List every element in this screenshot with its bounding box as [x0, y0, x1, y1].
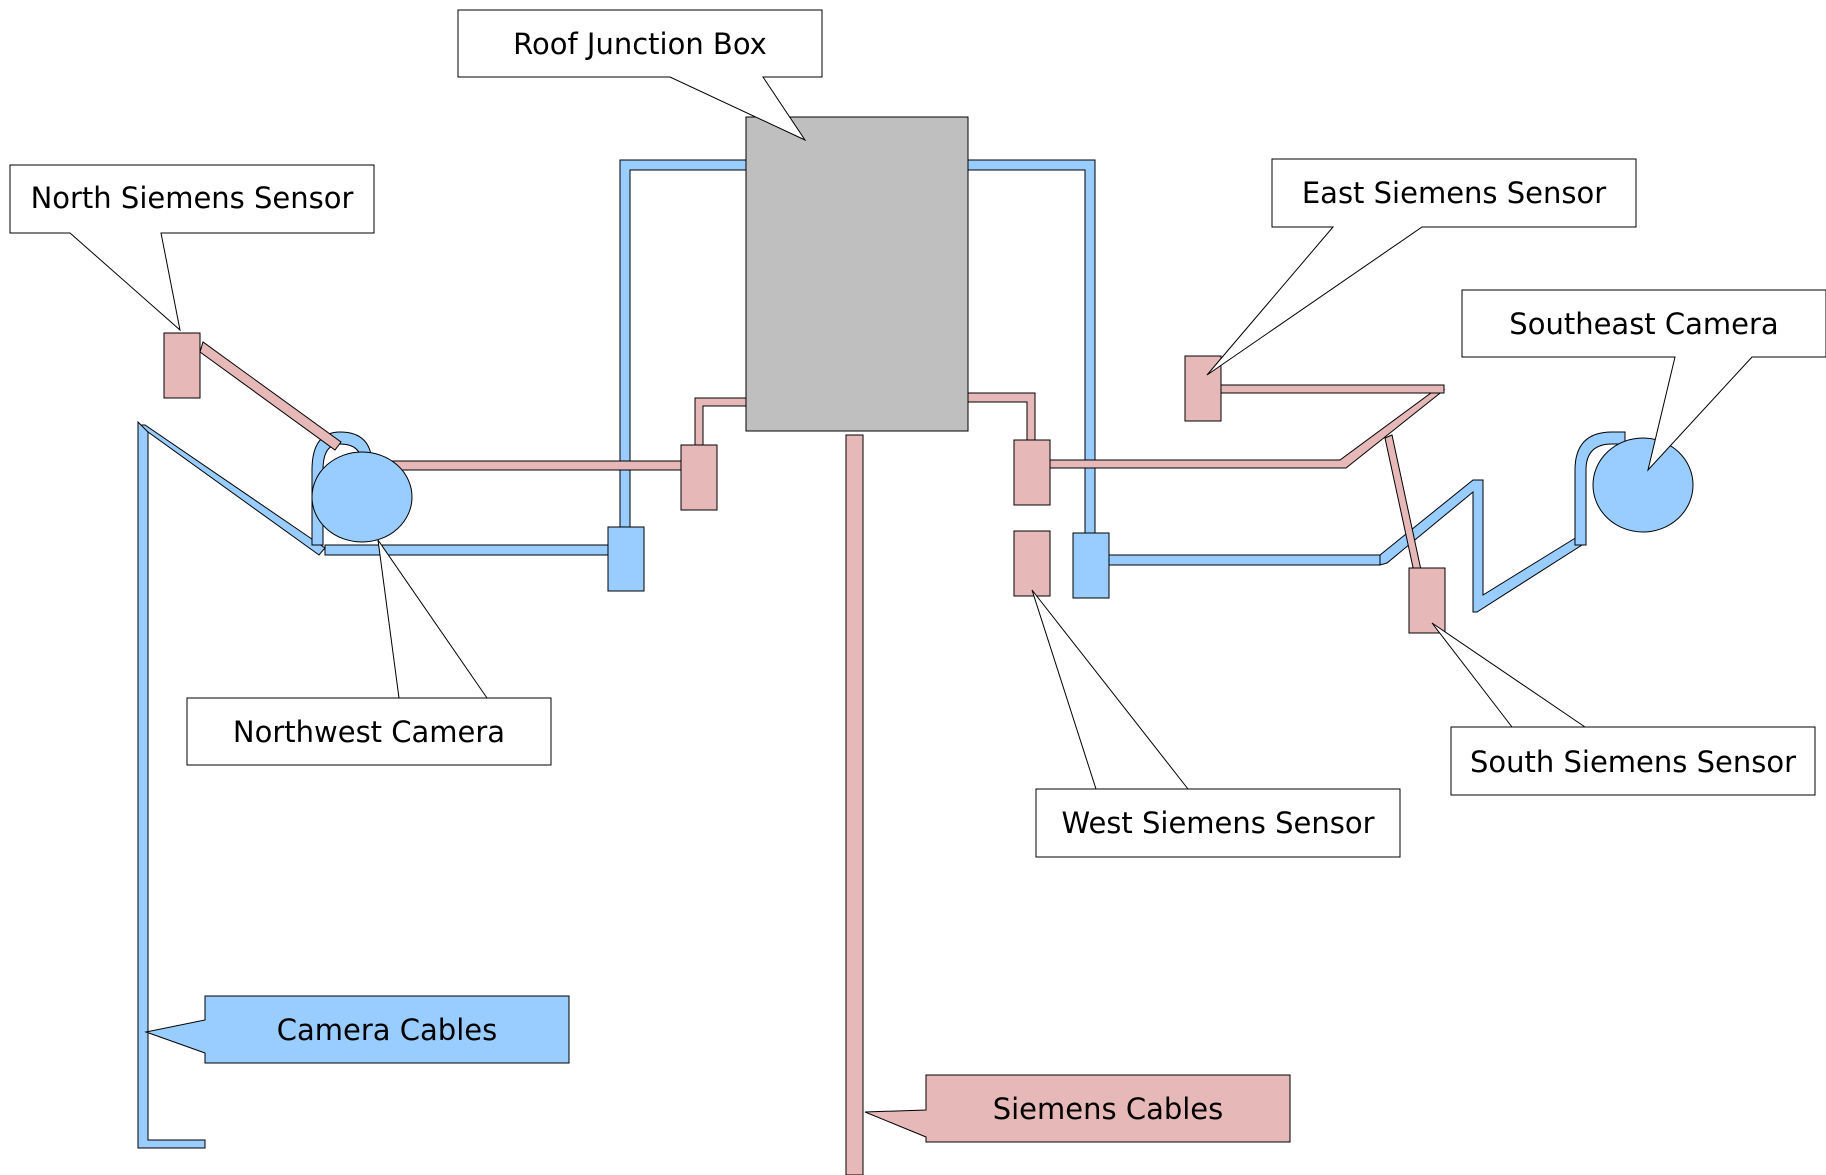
- callout-camera-cables: [144, 995, 570, 1064]
- callout-west-sensor: [1031, 589, 1401, 858]
- label-north-sensor: North Siemens Sensor: [31, 181, 354, 215]
- label-roof-junction-box: Roof Junction Box: [513, 27, 767, 61]
- northwest-camera: [311, 451, 413, 543]
- roof-junction-box: [745, 116, 969, 432]
- camera-cable-se-zigzag: [1379, 479, 1583, 613]
- camera-cable-group: [137, 159, 1626, 1149]
- siemens-cable-east-sensor: [1220, 384, 1445, 394]
- callout-north-sensor: [9, 164, 375, 332]
- se-camera-junction: [1072, 532, 1110, 599]
- east-junction-sensor: [1013, 439, 1051, 506]
- label-east-sensor: East Siemens Sensor: [1302, 176, 1606, 210]
- west-sensor: [1013, 530, 1051, 597]
- label-southeast-camera: Southeast Camera: [1509, 307, 1778, 341]
- siemens-cable-box-left: [694, 397, 747, 446]
- label-siemens-cables: Siemens Cables: [993, 1092, 1224, 1126]
- southeast-camera: [1592, 437, 1694, 533]
- siemens-cable-north-diagonal: [199, 341, 342, 451]
- south-sensor: [1408, 567, 1446, 634]
- callout-southeast-camera: [1461, 289, 1826, 472]
- siemens-cable-nw-horizontal: [377, 460, 684, 471]
- siemens-cable-trunk: [845, 434, 864, 1175]
- label-northwest-camera: Northwest Camera: [233, 715, 505, 749]
- nw-camera-junction: [607, 526, 645, 592]
- camera-cable-nw-horizontal: [324, 544, 611, 556]
- nw-junction-sensor: [680, 444, 718, 511]
- camera-cable-se-horizontal: [1107, 554, 1381, 566]
- callout-siemens-cables: [864, 1074, 1291, 1143]
- siemens-cable-east-horizontal: [1048, 389, 1446, 469]
- label-camera-cables: Camera Cables: [277, 1013, 497, 1047]
- label-west-sensor: West Siemens Sensor: [1061, 806, 1374, 840]
- siemens-cable-box-right: [967, 392, 1036, 441]
- callout-roof-junction-box: [457, 9, 823, 142]
- label-south-sensor: South Siemens Sensor: [1470, 745, 1796, 779]
- callout-northwest-camera: [186, 539, 552, 766]
- camera-cable-left-run-shaft: [137, 420, 206, 1149]
- callout-east-sensor: [1206, 158, 1637, 376]
- north-sensor: [163, 332, 201, 399]
- callout-south-sensor: [1431, 622, 1816, 796]
